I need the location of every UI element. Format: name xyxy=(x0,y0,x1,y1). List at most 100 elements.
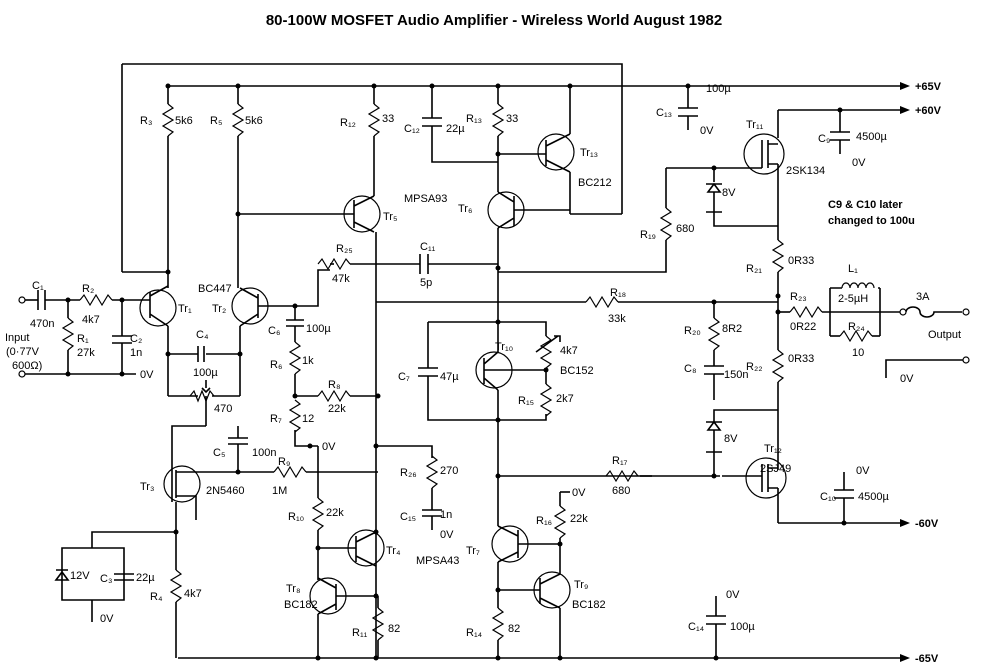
rail-plus65-label: +65V xyxy=(915,81,942,93)
r25-value: 47k xyxy=(332,273,350,285)
r2-value: 4k7 xyxy=(82,314,100,326)
r12-label: R₁₂ xyxy=(340,117,356,129)
input-label: Input xyxy=(5,332,29,344)
zero-v-r16: 0V xyxy=(572,487,586,499)
input-impedance: 600Ω) xyxy=(12,360,42,372)
tr9-type: BC182 xyxy=(572,599,606,611)
r10-value: 22k xyxy=(326,507,344,519)
zero-v-c15: 0V xyxy=(440,529,454,541)
rail-minus60-label: -60V xyxy=(915,518,939,530)
r18-value: 33k xyxy=(608,313,626,325)
c10-label: C₁₀ xyxy=(820,491,836,503)
bias-multiplier: C₇ 47µ Tr₁₀ BC152 4k7 R₁₅ 2k7 xyxy=(398,319,594,476)
rail-minus65-label: -65V xyxy=(915,653,939,665)
zero-v-input: 0V xyxy=(140,369,154,381)
c2-label: C₂ xyxy=(130,333,142,345)
r1-label: R₁ xyxy=(77,333,89,345)
z8a-value: 8V xyxy=(722,187,736,199)
r15-value: 2k7 xyxy=(556,393,574,405)
c11-value: 5p xyxy=(420,277,432,289)
tr11-label: Tr₁₁ xyxy=(746,119,764,131)
r22-value: 0R33 xyxy=(788,353,814,365)
c12-label: C₁₂ xyxy=(404,123,420,135)
r7-label: R₇ xyxy=(270,413,282,425)
r24-value: 10 xyxy=(852,347,864,359)
c2-value: 1n xyxy=(130,347,142,359)
l1-label: L₁ xyxy=(848,263,858,275)
r14-label: R₁₄ xyxy=(466,627,483,639)
fuse-rating: 3A xyxy=(916,291,930,303)
long-tail-pair: R₃ 5k6 R₅ 5k6 Tr₁ BC447 Tr₂ C₄ 100µ 470 xyxy=(122,83,330,426)
c8-label: C₈ xyxy=(684,363,697,375)
r12-value: 33 xyxy=(382,113,394,125)
zero-v-tr3: 0V xyxy=(100,613,114,625)
r4-label: R₄ xyxy=(150,591,163,603)
tr10-label: Tr₁₀ xyxy=(495,341,513,353)
lower-driver-stage: R₂₆ 270 C₁₅ 1n 0V R₁₀ 22k Tr₄ MPSA43 Tr₈… xyxy=(284,443,720,658)
feedback-network: C₆ 100µ R₆ 1k R₈ 22k R₇ 12 0V xyxy=(268,306,381,453)
tr3-label: Tr₃ xyxy=(140,481,154,493)
c15-label: C₁₅ xyxy=(400,511,416,523)
r2-label: R₂ xyxy=(82,283,94,295)
c1-value: 470n xyxy=(30,318,54,330)
r1-value: 27k xyxy=(77,347,95,359)
z8b-value: 8V xyxy=(724,433,738,445)
c7-value: 47µ xyxy=(440,371,459,383)
r14-value: 82 xyxy=(508,623,520,635)
c7-label: C₇ xyxy=(398,371,410,383)
input-stage: C₁ 470n R₂ 4k7 R₁ 27k C₂ 1n 0V Input (0·… xyxy=(5,280,154,381)
zero-v-c10: 0V xyxy=(856,465,870,477)
r25-label: R₂₅ xyxy=(336,243,353,255)
c6-value: 100µ xyxy=(306,323,331,335)
r26-value: 270 xyxy=(440,465,458,477)
zero-v-c13: 0V xyxy=(700,125,714,137)
r13-label: R₁₃ xyxy=(466,113,482,125)
c4-label: C₄ xyxy=(196,329,209,341)
r9-label: R₉ xyxy=(278,456,290,468)
r16-label: R₁₆ xyxy=(536,515,552,527)
r9-value: 1M xyxy=(272,485,287,497)
r-470-value: 470 xyxy=(214,403,232,415)
tr9-label: Tr₉ xyxy=(574,579,588,591)
r7-value: 12 xyxy=(302,413,314,425)
r13-value: 33 xyxy=(506,113,518,125)
c4-value: 100µ xyxy=(193,367,218,379)
rail-plus60-label: +60V xyxy=(915,105,942,117)
tr12-label: Tr₁₂ xyxy=(764,443,782,455)
tr8-type: BC182 xyxy=(284,599,318,611)
tr7-label: Tr₇ xyxy=(466,545,480,557)
c3-label: C₃ xyxy=(100,573,112,585)
c15-value: 1n xyxy=(440,509,452,521)
r3-label: R₃ xyxy=(140,115,152,127)
r5-value: 5k6 xyxy=(245,115,263,127)
c13-label: C₁₃ xyxy=(656,107,672,119)
tr5-label: Tr₅ xyxy=(383,211,397,223)
output-stage: C₁₃ 100µ 0V Tr₁₁ 2SK134 8V R₁₉ 680 C₉ 45… xyxy=(376,83,970,661)
voltage-amplifier: R₁₂ 33 Tr₅ MPSA93 C₁₂ 22µ R₁₃ 33 Tr₁₃ BC… xyxy=(238,83,667,658)
note-line-1: C9 & C10 later xyxy=(828,199,903,211)
c11-label: C₁₁ xyxy=(420,241,436,253)
tr1-label: Tr₁ xyxy=(178,303,192,315)
c6-label: C₆ xyxy=(268,325,280,337)
c14-label: C₁₄ xyxy=(688,621,705,633)
tr10-type: BC152 xyxy=(560,365,594,377)
tr5-type: MPSA93 xyxy=(404,193,447,205)
r24-label: R₂₄ xyxy=(848,321,865,333)
c8-value: 150n xyxy=(724,369,748,381)
r17-value: 680 xyxy=(612,485,630,497)
c5-label: C₅ xyxy=(213,447,225,459)
tr6-label: Tr₆ xyxy=(458,203,472,215)
zero-v-c14: 0V xyxy=(726,589,740,601)
r15-label: R₁₅ xyxy=(518,395,534,407)
tr3-current-source: C₅ 100n R₉ 1M Tr₃ 2N5460 R₄ 4k7 12V C₃ 2… xyxy=(54,425,378,658)
tr11-mosfet xyxy=(743,133,785,175)
z12-value: 12V xyxy=(70,570,90,582)
rail-junctions xyxy=(315,655,563,661)
r5-label: R₅ xyxy=(210,115,222,127)
tr4-type: MPSA43 xyxy=(416,555,459,567)
zero-v-c9: 0V xyxy=(852,157,866,169)
c13-value: 100µ xyxy=(706,83,731,95)
tr2-label: Tr₂ xyxy=(212,303,226,315)
r26-label: R₂₆ xyxy=(400,467,417,479)
